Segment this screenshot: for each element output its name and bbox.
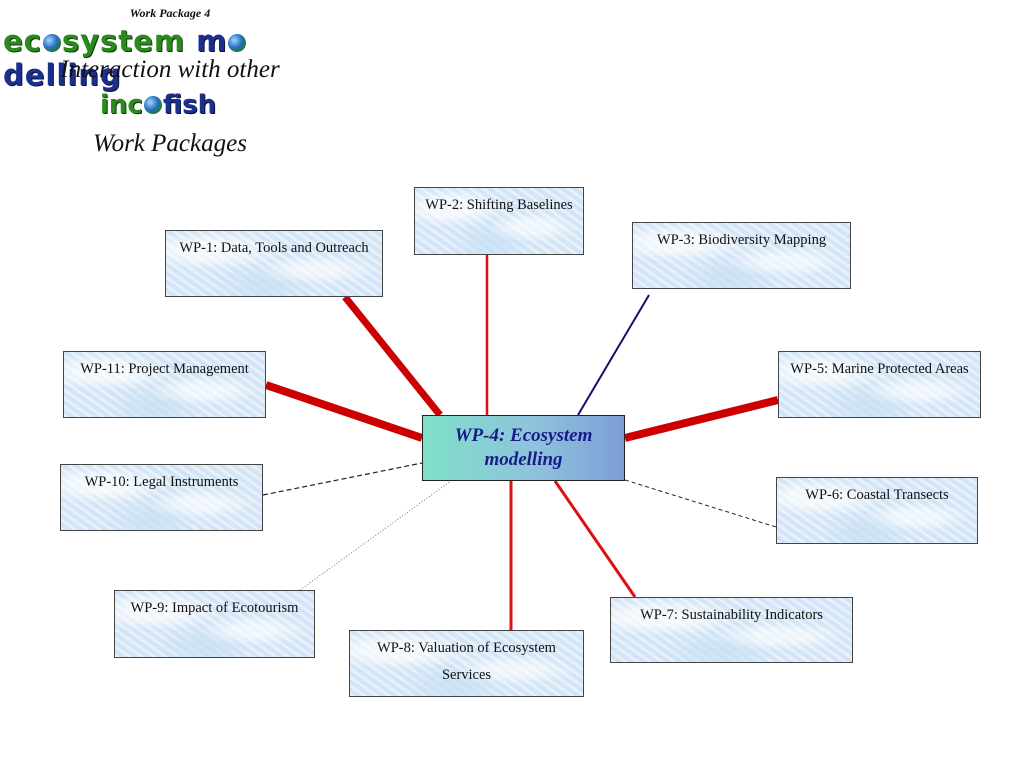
wp4-center-box: WP-4: Ecosystem modelling	[422, 415, 625, 481]
globe-icon	[143, 96, 162, 114]
link-wp10	[262, 462, 423, 496]
wp5-box: WP-5: Marine Protected Areas	[778, 351, 981, 418]
link-wp3	[577, 294, 650, 416]
wp7-box: WP-7: Sustainability Indicators	[610, 597, 853, 663]
wp10-box: WP-10: Legal Instruments	[60, 464, 263, 531]
wp2-box: WP-2: Shifting Baselines	[414, 187, 584, 255]
subtitle-line-1: Interaction with other	[60, 56, 280, 83]
work-package-label: Work Package 4	[129, 6, 211, 20]
wp6-box: WP-6: Coastal Transects	[776, 477, 978, 544]
wp9-box: WP-9: Impact of Ecotourism	[114, 590, 315, 658]
globe-icon	[228, 34, 247, 52]
link-wp7	[553, 480, 637, 598]
wp1-box: WP-1: Data, Tools and Outreach	[165, 230, 383, 297]
globe-icon	[42, 34, 61, 52]
link-wp11	[264, 381, 424, 442]
link-wp9	[299, 477, 456, 591]
wp3-box: WP-3: Biodiversity Mapping	[632, 222, 851, 289]
link-wp6	[624, 479, 777, 528]
link-wp5	[624, 396, 779, 442]
link-wp1	[342, 294, 443, 418]
subtitle-line-2: Work Packages	[93, 130, 247, 157]
wp8-box: WP-8: Valuation of Ecosystem Services	[349, 630, 584, 697]
wp11-box: WP-11: Project Management	[63, 351, 266, 418]
